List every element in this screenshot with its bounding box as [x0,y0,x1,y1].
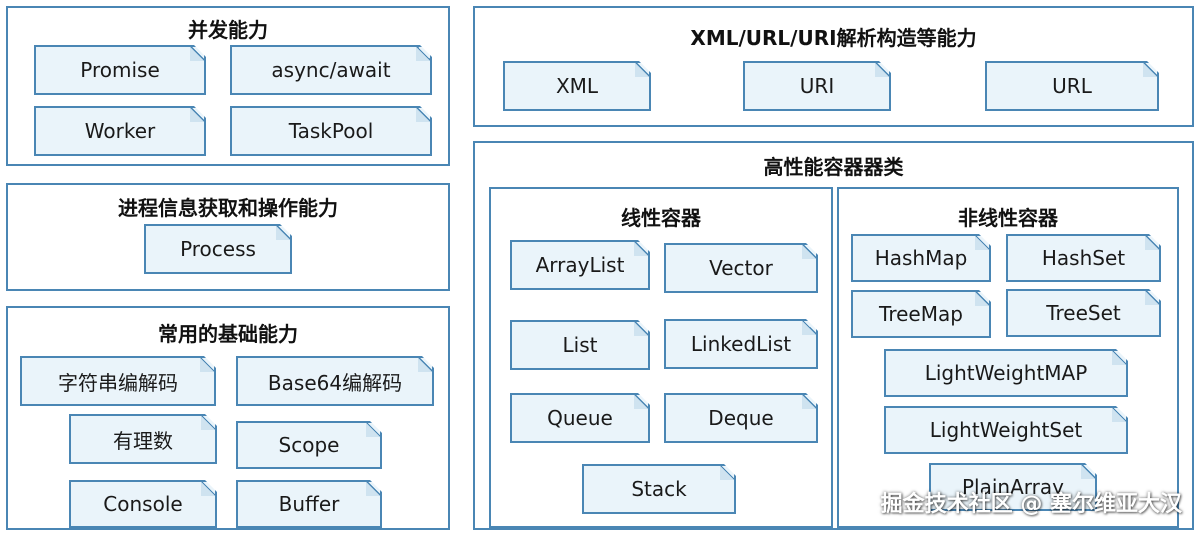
hashset-box: HashSet [1006,234,1161,282]
linear-title: 线性容器 [621,206,701,230]
treeset-box: TreeSet [1006,289,1161,337]
base64-codec-box: Base64编解码 [236,356,434,406]
basic-group: 常用的基础能力 字符串编解码 Base64编解码 有理数 Scope Conso… [6,306,450,530]
rational-box: 有理数 [69,414,217,464]
url-box: URL [985,61,1159,111]
taskpool-box: TaskPool [230,106,432,156]
list-box: List [510,320,650,370]
buffer-box: Buffer [236,480,382,528]
process-info-title: 进程信息获取和操作能力 [118,196,338,220]
linear-group: 线性容器 ArrayList Vector List LinkedList Qu… [489,187,833,528]
linkedlist-box: LinkedList [664,319,818,369]
containers-group: 高性能容器器类 线性容器 ArrayList Vector List Linke… [473,141,1194,530]
async-await-box: async/await [230,45,432,95]
vector-box: Vector [664,243,818,293]
worker-box: Worker [34,106,206,156]
string-codec-box: 字符串编解码 [20,356,216,406]
nonlinear-group: 非线性容器 HashMap HashSet TreeMap TreeSet Li… [837,187,1179,528]
hashmap-box: HashMap [851,234,991,282]
lightweightset-box: LightWeightSet [884,406,1128,454]
process-info-group: 进程信息获取和操作能力 Process [6,183,450,291]
promise-box: Promise [34,45,206,95]
containers-title: 高性能容器器类 [763,155,904,179]
parsing-title: XML/URL/URI解析构造等能力 [690,26,977,50]
arraylist-box: ArrayList [510,240,650,290]
watermark-text: 掘金技术社区 @ 塞尔维亚大汉 [880,492,1182,517]
process-box: Process [144,224,292,274]
concurrency-title: 并发能力 [188,18,268,42]
queue-box: Queue [510,393,650,443]
uri-box: URI [743,61,891,111]
treemap-box: TreeMap [851,290,991,338]
lightweightmap-box: LightWeightMAP [884,349,1128,397]
stack-box: Stack [582,464,736,514]
deque-box: Deque [664,393,818,443]
scope-box: Scope [236,421,382,469]
parsing-group: XML/URL/URI解析构造等能力 XML URI URL [473,6,1194,127]
basic-title: 常用的基础能力 [158,322,298,346]
console-box: Console [69,480,217,528]
xml-box: XML [503,61,651,111]
concurrency-group: 并发能力 Promise async/await Worker TaskPool [6,6,450,166]
nonlinear-title: 非线性容器 [958,206,1058,230]
